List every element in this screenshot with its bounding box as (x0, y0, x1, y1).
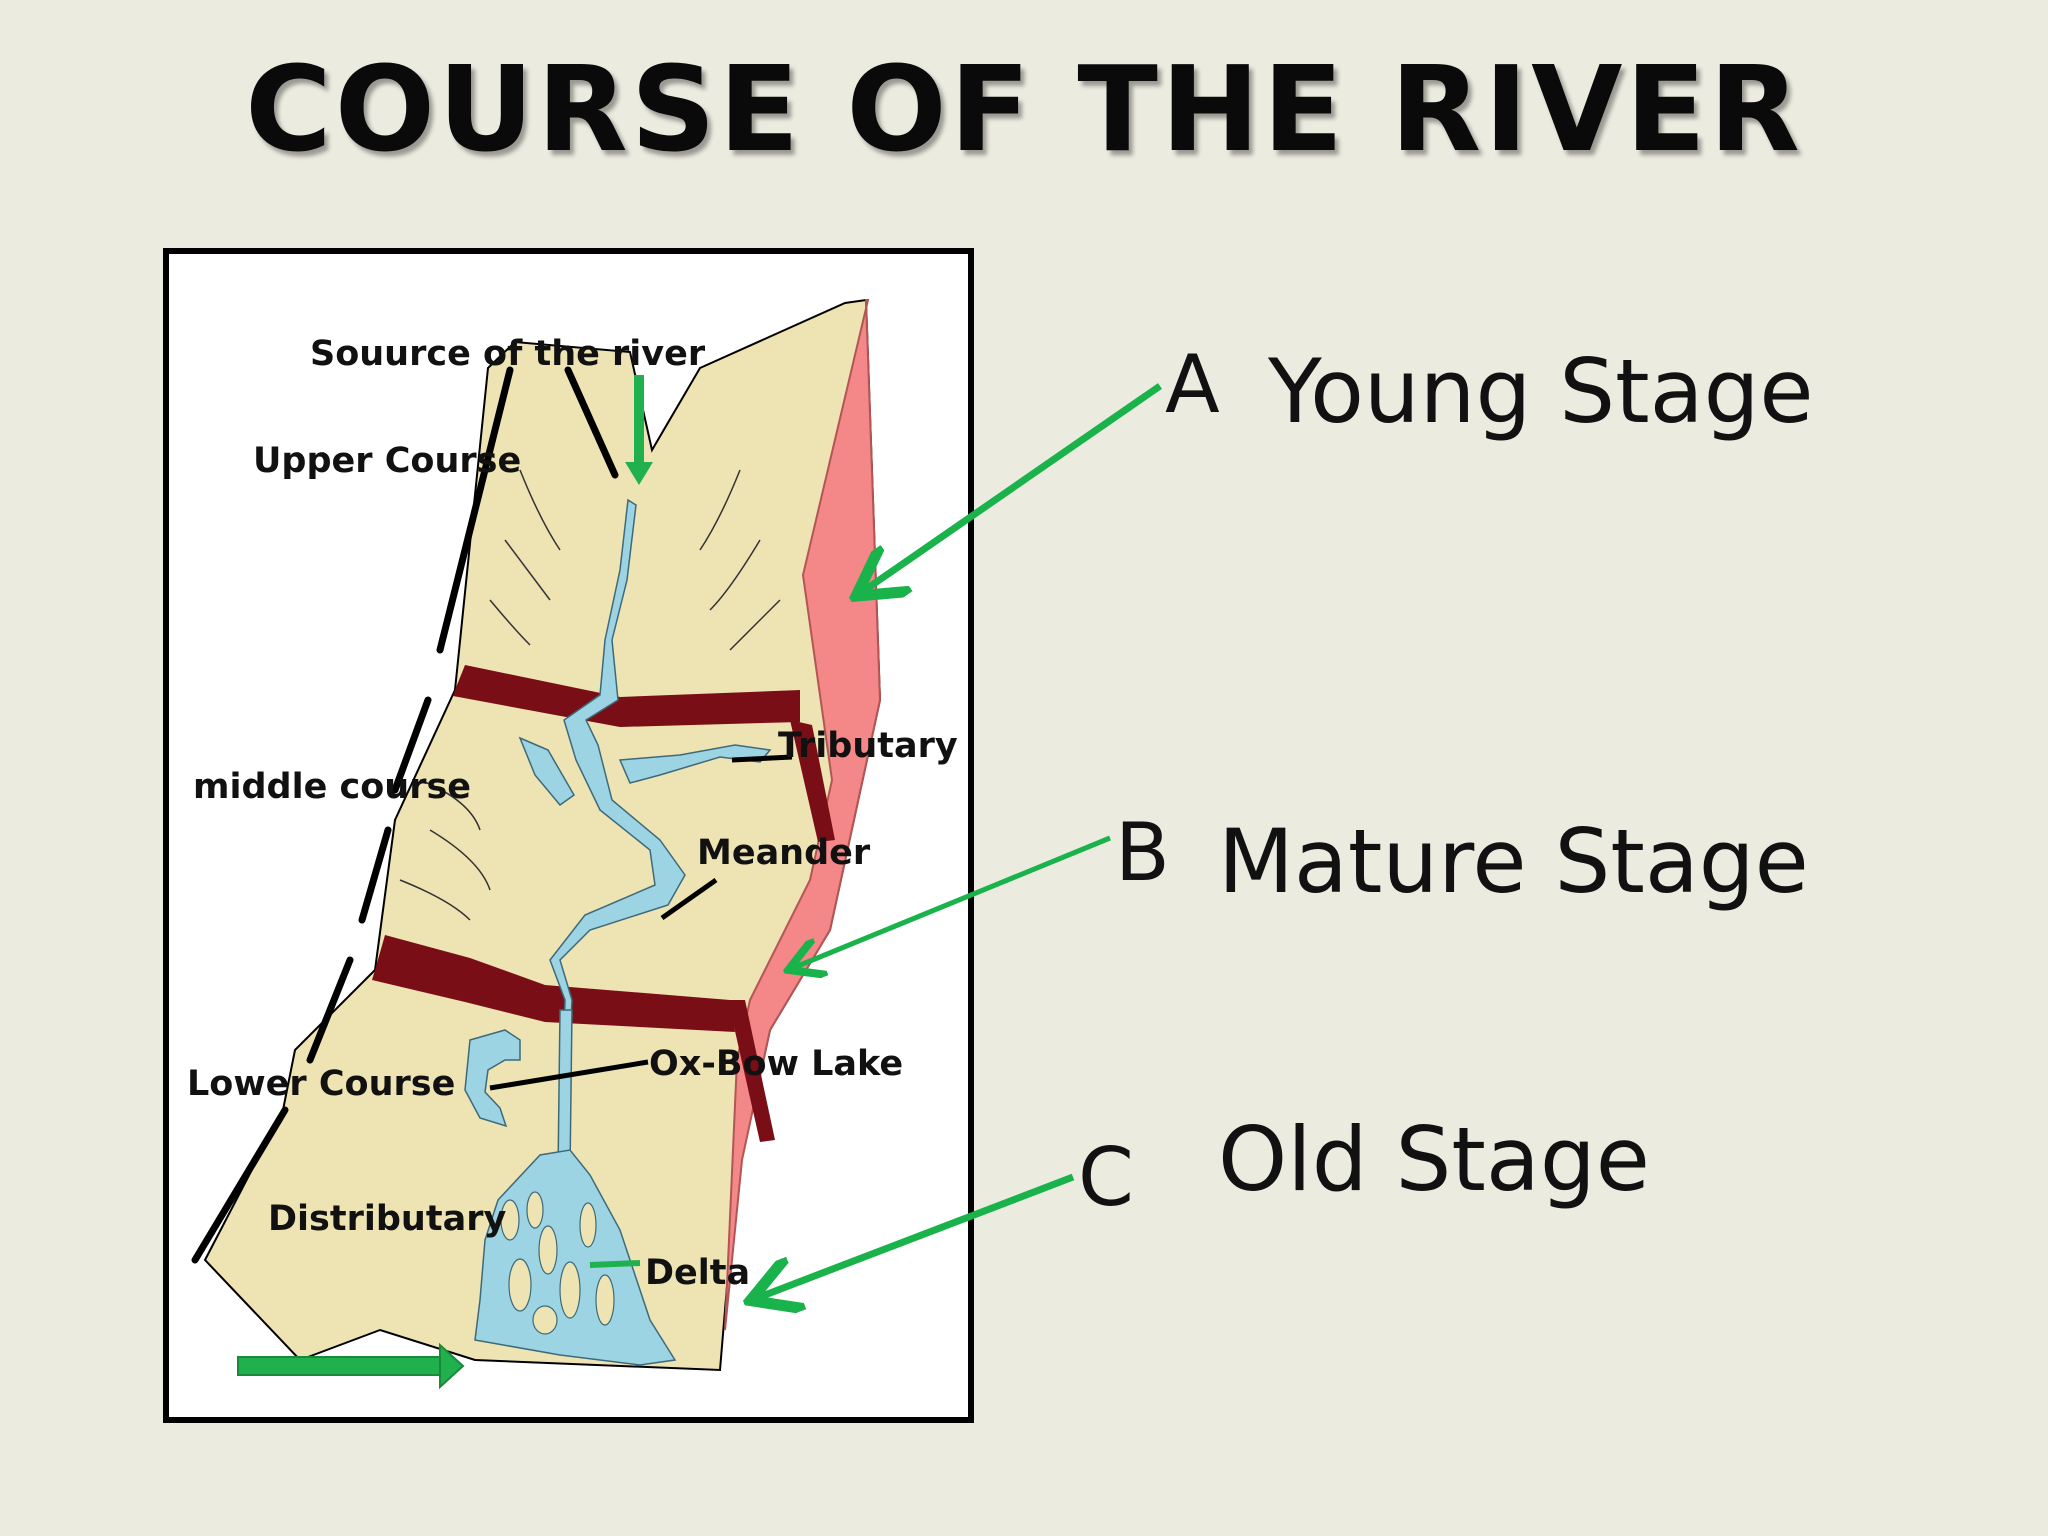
middle-lower-boundary (372, 935, 735, 1032)
label-middle-course: middle course (193, 767, 471, 807)
stage-b-name: Mature Stage (1218, 810, 1809, 913)
label-meander: Meander (697, 833, 871, 873)
stage-b-letter: B (1115, 806, 1170, 899)
stage-a-name: Young Stage (1267, 340, 1814, 443)
label-tributary: Tributary (778, 726, 958, 766)
stage-arrow-c (757, 1173, 1075, 1298)
stage-a-letter: A (1165, 338, 1220, 431)
label-leaders (489, 754, 793, 1091)
label-upper-course: Upper Course (253, 441, 521, 481)
flow-arrow-down-icon (625, 375, 653, 485)
page-title: COURSE OF THE RIVER (245, 40, 1803, 178)
label-lower-course: Lower Course (187, 1064, 455, 1104)
label-delta: Delta (645, 1253, 750, 1293)
stage-c-letter: C (1078, 1131, 1134, 1224)
label-source: Souurce of the river (310, 334, 706, 374)
cross-section-strip (724, 299, 882, 1331)
label-oxbow-lake: Ox-Bow Lake (649, 1044, 903, 1084)
delta-leader (589, 1260, 641, 1268)
strip-boundary-top (790, 720, 835, 842)
strip-boundary-bottom (728, 1000, 775, 1142)
stage-arrow-b (793, 835, 1111, 968)
stage-arrow-a (862, 383, 1162, 592)
flow-arrow-right-icon (237, 1342, 465, 1390)
upper-middle-boundary (453, 665, 800, 727)
river (464, 498, 772, 1366)
label-distributary: Distributary (268, 1199, 506, 1239)
stage-c-name: Old Stage (1218, 1108, 1650, 1211)
valley-contours (399, 469, 781, 921)
delta-islands (500, 1191, 615, 1335)
left-edge-dashes (191, 366, 619, 1264)
